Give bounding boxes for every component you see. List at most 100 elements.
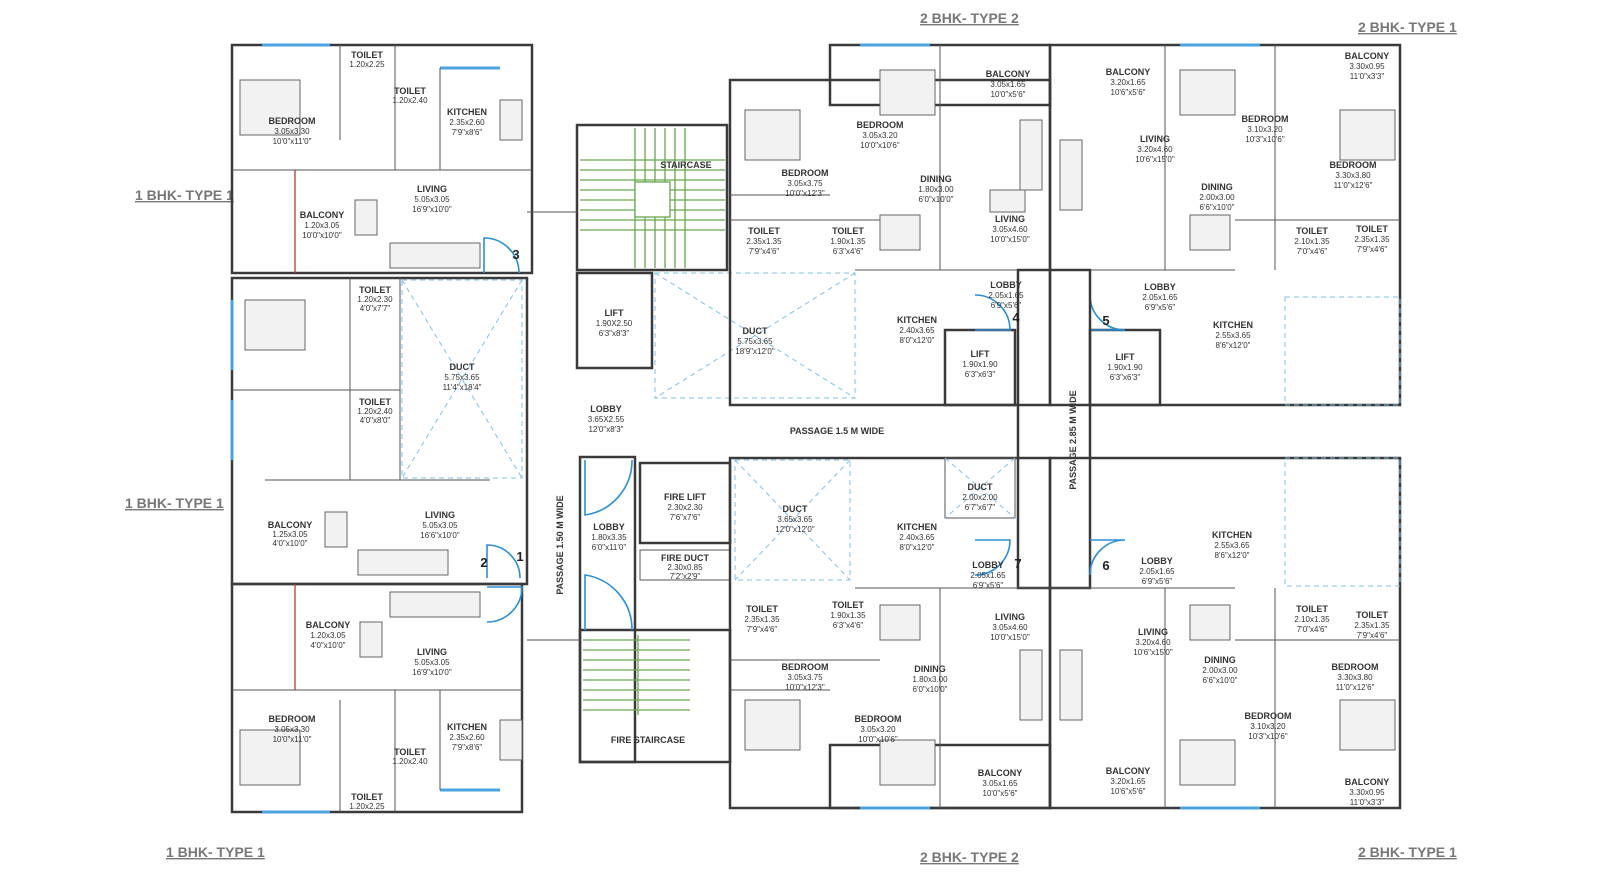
room-label: LOBBY [590,404,622,414]
room-dim: 1.80x3.00 [912,675,948,684]
sofa [1019,119,1043,191]
room-dim-ft: 6'3"x4'6" [833,621,864,630]
room-dim-ft: 16'9"x10'0" [412,668,452,677]
room-dim-ft: 6'7"x6'7" [965,503,996,512]
unit-number-7: 7 [1014,556,1021,571]
room-dim-ft: 6'0"x11'0" [592,543,627,552]
room-dim: 1.20x2.25 [349,60,385,69]
room-dim-ft: 6'6"x10'0" [1200,203,1235,212]
room-dim: 3.05x3.20 [860,725,896,734]
room-dim-ft: 16'9"x10'0" [412,205,452,214]
room-dim: 1.20x2.40 [392,757,428,766]
flat-label-2bhk-type1-bottom: 2 BHK- TYPE 1 [1358,844,1457,860]
room-dim-ft: 8'0"x12'0" [900,543,935,552]
room-label: TOILET [351,50,383,60]
unit-number-4: 4 [1012,310,1020,325]
room-label: BEDROOM [269,714,316,724]
room-dim: 1.90x1.35 [830,237,866,246]
room-dim-ft: 10'6"x5'6" [1111,88,1146,97]
room-label: TOILET [748,226,780,236]
passage-label-center: PASSAGE 2.85 M WIDE [1068,390,1078,489]
room-dim-ft: 10'0"x11'0" [273,137,312,146]
room-dim-ft: 6'9"x5'6" [1145,303,1176,312]
room-label: KITCHEN [447,722,487,732]
room-label: TOILET [832,600,864,610]
room-label: FIRE DUCT [661,553,709,563]
bed [239,79,301,136]
room-dim-ft: 16'6"x10'0" [420,531,460,540]
room-dim-ft: 10'3"x10'6" [1248,732,1288,741]
sofa [1059,139,1083,211]
room-dim-ft: 10'0"x5'6" [991,90,1026,99]
armchair [989,189,1026,213]
room-dim: 2.05x1.65 [1142,293,1178,302]
passage-label-left: PASSAGE 1.50 M WIDE [555,495,565,594]
room-dim: 3.05x4.60 [992,225,1028,234]
room-dim-ft: 7'6"x7'6" [670,513,701,522]
dining-table [1189,604,1231,641]
room-dim-ft: 11'0"x12'6" [1336,683,1375,692]
room-label: TOILET [1296,226,1328,236]
right-wing [728,43,1402,810]
kitchen-counter [499,99,523,141]
room-dim-ft: 18'9"x12'0" [735,347,775,356]
room-dim-ft: 10'6"x15'0" [1135,155,1175,164]
room-dim-ft: 7'9"x8'6" [452,743,483,752]
room-dim: 3.65X2.55 [588,415,625,424]
room-dim-ft: 6'0"x10'0" [919,195,954,204]
armchair [354,199,378,236]
bed [244,299,306,351]
bed [744,109,801,161]
sofa [389,591,481,618]
room-label: KITCHEN [1212,530,1252,540]
bed [879,739,936,786]
fire-lobby-outline [578,455,637,764]
room-dim: 2.40x3.65 [899,533,935,542]
room-label: BEDROOM [1332,662,1379,672]
room-dim: 1.20x2.40 [357,407,393,416]
room-label: BALCONY [978,768,1023,778]
room-dim: 1.25x3.05 [272,530,308,539]
room-dim-ft: 6'6"x10'0" [1203,676,1238,685]
room-dim: 3.65x3.65 [777,515,813,524]
unit-number-6: 6 [1102,558,1109,573]
core [527,123,856,764]
room-dim-ft: 7'9"x4'6" [747,625,778,634]
room-label: LIFT [605,308,624,318]
armchair [324,511,348,548]
room-dim-ft: 7'0"x4'6" [1297,625,1328,634]
unit-number-2: 2 [480,555,487,570]
room-dim: 2.35x1.35 [746,237,782,246]
room-dim-ft: 6'3"x6'3" [965,370,996,379]
room-dim-ft: 8'6"x12'0" [1215,551,1250,560]
room-dim: 5.75x3.65 [444,373,480,382]
flat-label-2bhk-type2-top: 2 BHK- TYPE 2 [920,10,1019,26]
duct-small-outline [944,457,1016,519]
room-dim: 3.05x1.65 [982,779,1018,788]
room-label: LIVING [1138,627,1168,637]
staircase-treads [580,128,725,268]
room-dim: 3.05x3.75 [787,673,823,682]
flat-label-2bhk-type2-bottom: 2 BHK- TYPE 2 [920,849,1019,865]
room-dim-ft: 6'0"x10'0" [913,685,948,694]
room-label: FIRE LIFT [664,492,706,502]
room-dim: 2.55x3.65 [1215,331,1251,340]
room-label: TOILET [359,285,391,295]
duct-cross [401,279,523,479]
room-dim: 5.05x3.05 [414,195,450,204]
room-label: TOILET [1356,224,1388,234]
room-label: DUCT [968,482,993,492]
room-label: BEDROOM [269,116,316,126]
room-dim-ft: 8'0"x12'0" [900,336,935,345]
room-label: TOILET [832,226,864,236]
room-label: BEDROOM [855,714,902,724]
room-dim: 2.10x1.35 [1294,615,1330,624]
room-dim: 2.30x2.30 [667,503,703,512]
duct-low-area [734,459,851,581]
door-swing [584,574,633,631]
room-dim-ft: 12'0"x8'3" [589,425,624,434]
room-dim-ft: 7'9"x4'6" [749,247,780,256]
passage-label-horizontal: PASSAGE 1.5 M WIDE [790,426,884,436]
room-label: TOILET [746,604,778,614]
room-dim-ft: 4'0"x7'7" [360,304,391,313]
